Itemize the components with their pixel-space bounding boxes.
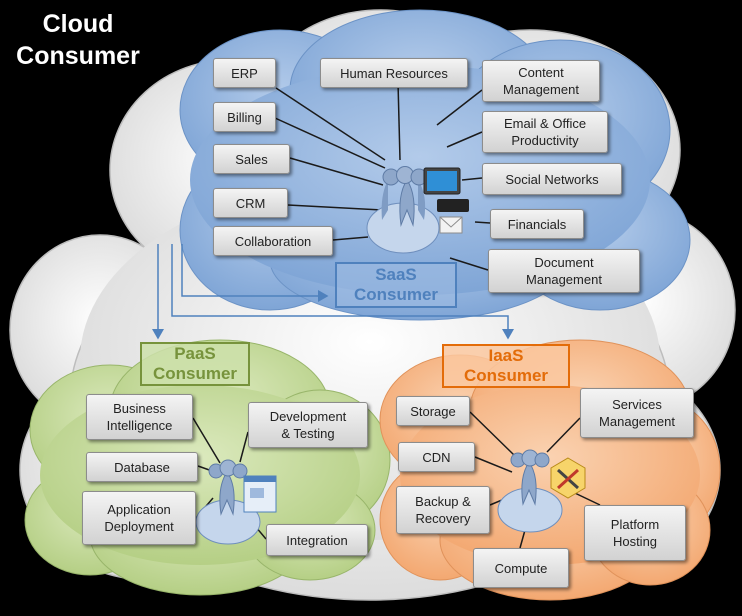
devices-icon [423, 167, 469, 234]
iaas-consumer-label: IaaS Consumer [442, 344, 570, 388]
paas-item-application-deployment: Application Deployment [82, 491, 196, 545]
iaas-item-services-management: Services Management [580, 388, 694, 438]
saas-item-crm: CRM [213, 188, 288, 218]
iaas-item-storage: Storage [396, 396, 470, 426]
saas-item-social-networks: Social Networks [482, 163, 622, 195]
saas-item-human-resources: Human Resources [320, 58, 468, 88]
iaas-item-backup-recovery: Backup & Recovery [396, 486, 490, 534]
iaas-item-compute: Compute [473, 548, 569, 588]
saas-item-sales: Sales [213, 144, 290, 174]
saas-item-collaboration: Collaboration [213, 226, 333, 256]
iaas-item-platform-hosting: Platform Hosting [584, 505, 686, 561]
saas-consumer-label: SaaS Consumer [335, 262, 457, 308]
cloud-consumer-label: Cloud Consumer [0, 0, 156, 80]
saas-item-financials: Financials [490, 209, 584, 239]
saas-item-erp: ERP [213, 58, 276, 88]
saas-item-document-management: Document Management [488, 249, 640, 293]
saas-users-icon [366, 166, 440, 254]
saas-item-email-office: Email & Office Productivity [482, 111, 608, 153]
paas-item-business-intelligence: Business Intelligence [86, 394, 193, 440]
paas-users-icon [195, 459, 277, 545]
paas-consumer-label: PaaS Consumer [140, 342, 250, 386]
paas-item-development-testing: Development & Testing [248, 402, 368, 448]
flow-arrows [152, 244, 514, 340]
saas-item-content-management: Content Management [482, 60, 600, 102]
saas-item-billing: Billing [213, 102, 276, 132]
iaas-users-icon [497, 449, 586, 533]
paas-item-integration: Integration [266, 524, 368, 556]
connector-lines [192, 81, 601, 549]
paas-item-database: Database [86, 452, 198, 482]
iaas-item-cdn: CDN [398, 442, 475, 472]
